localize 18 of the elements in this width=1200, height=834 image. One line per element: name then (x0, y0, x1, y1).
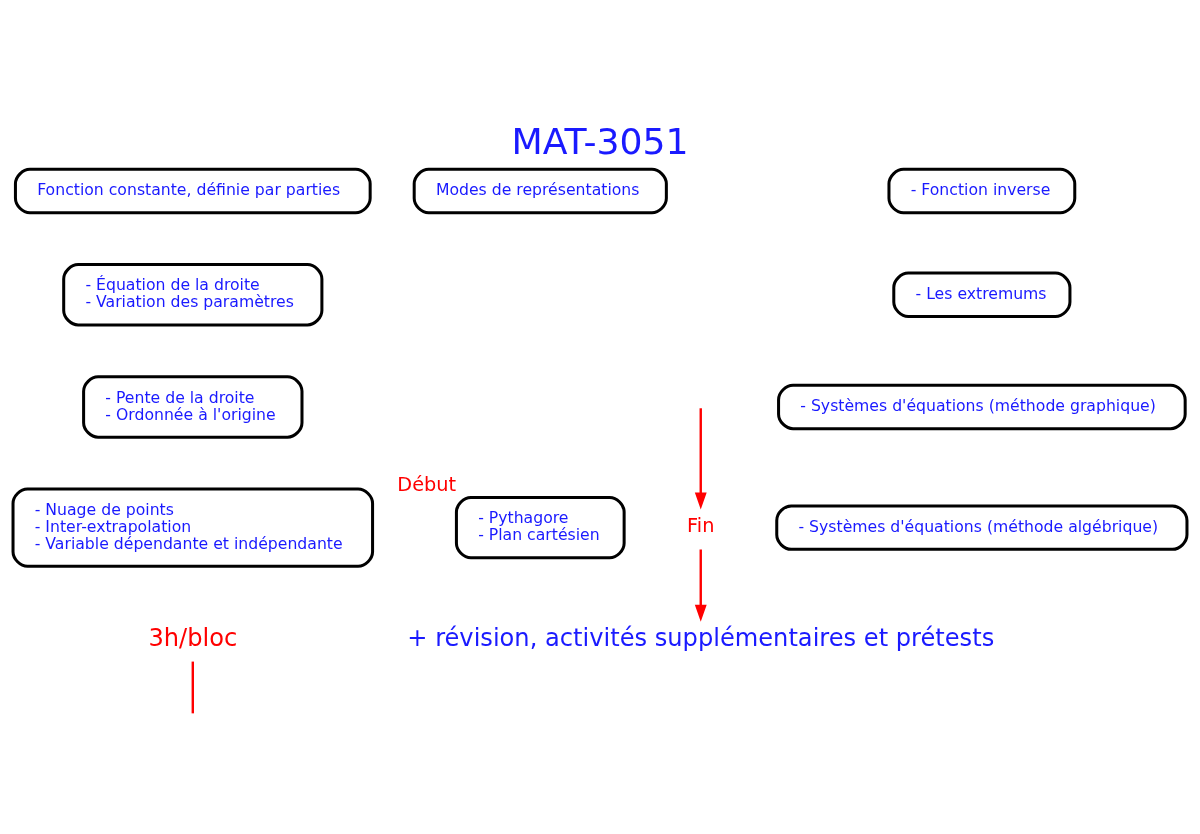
node-text: + révision, activités supplémentaires et prétests (407, 623, 995, 652)
node-box: - Systèmes d'équations (méthode graphique) (777, 383, 1187, 430)
node-text: Fin (687, 513, 715, 537)
node-box: - Pythagore - Plan cartésien (454, 495, 626, 559)
node-box: - Équation de la droite - Variation des paramètres (62, 262, 324, 326)
arrow (694, 407, 707, 509)
connector (191, 661, 194, 713)
node-box: - Les extremums (892, 271, 1072, 318)
node-box: - Pente de la droite - Ordonnée à l'origine (82, 374, 304, 439)
node-box: - Fonction inverse (887, 167, 1077, 214)
node-box: Modes de représentations (412, 167, 668, 214)
node-text: 3h/bloc (148, 623, 238, 652)
diagram-title: MAT-3051 (511, 119, 689, 163)
node-box: - Systèmes d'équations (méthode algébrique) (775, 503, 1189, 551)
node-box: Fonction constante, définie par parties (13, 167, 372, 214)
arrow (694, 549, 707, 622)
node-label: Début (397, 472, 457, 496)
node-box: - Nuage de points - Inter-extrapolation - Variable dépendante et indépendante (11, 487, 375, 568)
